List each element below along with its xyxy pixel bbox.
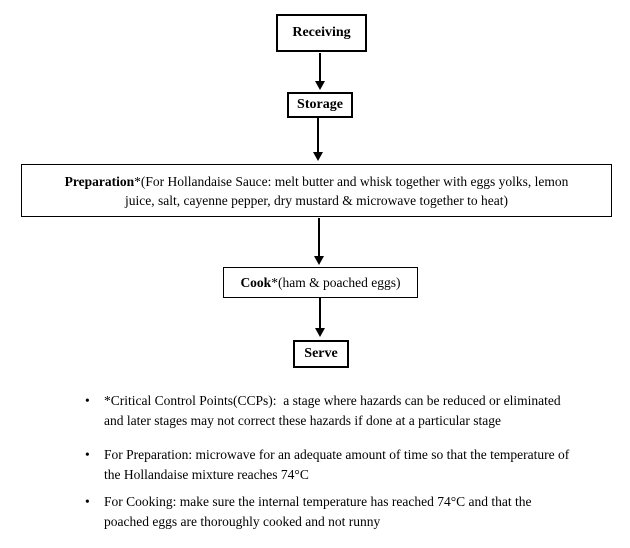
arrow-shaft bbox=[319, 298, 321, 328]
bullet-icon: • bbox=[85, 494, 90, 509]
note-for-cooking: • For Cooking: make sure the internal te… bbox=[85, 492, 605, 532]
cook-title: Cook bbox=[240, 274, 272, 290]
flow-node-receiving-label: Receiving bbox=[292, 25, 351, 40]
preparation-line-1: Preparation*(For Hollandaise Sauce: melt… bbox=[65, 172, 569, 191]
note-preparation-line-2: the Hollandaise mixture reaches 74°C bbox=[104, 467, 309, 482]
note-cooking-line-2: poached eggs are thoroughly cooked and n… bbox=[104, 514, 381, 529]
note-preparation-line-1: For Preparation: microwave for an adequa… bbox=[104, 447, 570, 462]
flow-node-storage-label: Storage bbox=[297, 97, 343, 112]
cook-rest: *(ham & poached eggs) bbox=[271, 274, 401, 290]
preparation-title: Preparation bbox=[64, 173, 135, 189]
arrow-head bbox=[313, 152, 323, 161]
arrow-down-icon bbox=[312, 218, 326, 265]
arrow-shaft bbox=[319, 53, 321, 81]
arrow-shaft bbox=[318, 218, 320, 256]
preparation-line-2: juice, salt, cayenne pepper, dry mustard… bbox=[125, 192, 508, 208]
flow-node-serve-label: Serve bbox=[304, 346, 338, 361]
bullet-icon: • bbox=[85, 447, 90, 462]
note-cooking-line-1: For Cooking: make sure the internal temp… bbox=[104, 494, 532, 509]
flow-node-preparation: Preparation*(For Hollandaise Sauce: melt… bbox=[21, 164, 612, 217]
cook-label: Cook*(ham & poached eggs) bbox=[240, 275, 400, 291]
flow-node-receiving: Receiving bbox=[276, 14, 367, 52]
arrow-head bbox=[315, 328, 325, 337]
note-ccp-line-2: and later stages may not correct these h… bbox=[104, 413, 501, 428]
note-critical-control-points: • *Critical Control Points(CCPs): a stag… bbox=[85, 391, 605, 431]
arrow-down-icon bbox=[313, 298, 327, 337]
arrow-shaft bbox=[317, 118, 319, 152]
preparation-line-1-rest: *(For Hollandaise Sauce: melt butter and… bbox=[134, 173, 569, 189]
arrow-head bbox=[315, 81, 325, 90]
flow-node-cook: Cook*(ham & poached eggs) bbox=[223, 267, 418, 298]
arrow-head bbox=[314, 256, 324, 265]
note-for-preparation: • For Preparation: microwave for an adeq… bbox=[85, 445, 605, 485]
flow-node-storage: Storage bbox=[287, 92, 353, 118]
note-ccp-line-1: *Critical Control Points(CCPs): a stage … bbox=[104, 393, 561, 408]
bullet-icon: • bbox=[85, 393, 90, 408]
arrow-down-icon bbox=[311, 118, 325, 161]
arrow-down-icon bbox=[313, 53, 327, 90]
flow-node-serve: Serve bbox=[293, 340, 349, 368]
